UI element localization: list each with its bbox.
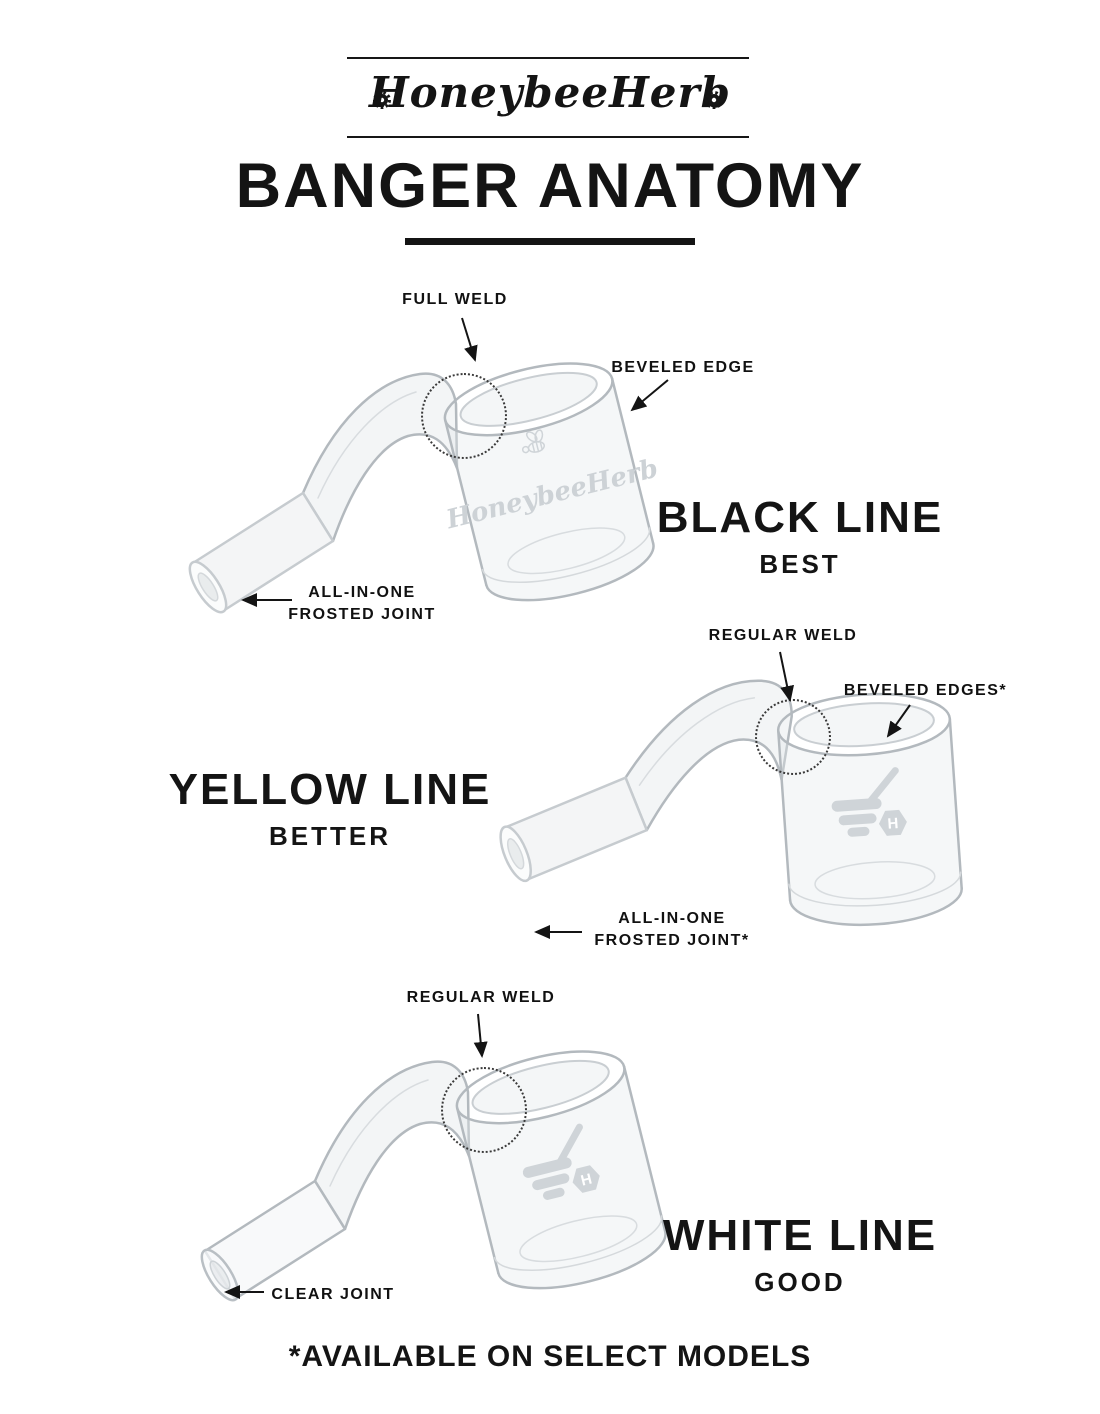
hexagon-badge: H — [572, 1165, 600, 1193]
callout-beveled-edges: BEVELED EDGES* — [843, 682, 1008, 699]
tier-name: WHITE LINE — [662, 1211, 938, 1260]
callout-line: FROSTED JOINT* — [594, 931, 750, 949]
callout-regular-weld: REGULAR WELD — [406, 989, 556, 1006]
callout-regular-weld: REGULAR WELD — [708, 627, 858, 644]
banger-illustration-yellow-line: H — [499, 679, 963, 927]
callout-beveled-edge: BEVELED EDGE — [611, 359, 755, 376]
header-rule-top — [347, 57, 749, 59]
banger-illustration-black-line: HoneybeeHerb — [188, 362, 661, 614]
callout-arrow-beveled-edge — [630, 379, 669, 412]
tier-rank: GOOD — [754, 1267, 846, 1297]
callout-arrow-regular-weld — [779, 651, 794, 702]
banger-illustration-white-line: H — [200, 1050, 667, 1302]
header-rule-bottom — [347, 136, 749, 138]
tier-name: BLACK LINE — [656, 493, 944, 542]
tier-name: YELLOW LINE — [168, 765, 492, 814]
honey-dipper-icon: H — [831, 767, 907, 837]
brand-logo: HoneybeeHerb — [368, 68, 732, 117]
callout-arrow-beveled-edges — [886, 704, 911, 738]
banger-neck — [313, 1060, 471, 1231]
weld-dotted-circle — [441, 1067, 527, 1153]
callout-arrow-frosted-joint — [534, 925, 582, 939]
tier-label-yellow-line: YELLOW LINE BETTER — [150, 768, 510, 852]
honey-dipper-icon: H — [522, 1123, 600, 1200]
page-title: BANGER ANATOMY — [235, 151, 865, 221]
frosted-joint — [499, 776, 649, 883]
callout-frosted-joint: ALL-IN-ONE FROSTED JOINT — [282, 582, 442, 625]
callout-line: ALL-IN-ONE — [618, 910, 726, 927]
hexagon-badge: H — [878, 809, 907, 836]
frosted-joint — [188, 491, 335, 614]
callout-line: FROSTED JOINT — [288, 605, 436, 623]
title-underline — [405, 238, 695, 245]
bucket: H — [455, 1050, 667, 1290]
tier-label-black-line: BLACK LINE BEST — [630, 496, 970, 580]
bee-icon — [521, 429, 545, 454]
callout-full-weld: FULL WELD — [402, 291, 508, 308]
gear-icon — [373, 91, 391, 109]
tier-rank: BETTER — [269, 821, 391, 851]
tier-label-white-line: WHITE LINE GOOD — [630, 1214, 970, 1298]
callout-arrow-frosted-joint — [241, 593, 292, 607]
hexagon-letter: H — [579, 1170, 594, 1189]
callout-arrow-full-weld — [461, 317, 478, 362]
callout-clear-joint: CLEAR JOINT — [271, 1286, 395, 1303]
bucket: HoneybeeHerb — [443, 362, 661, 602]
callout-line: ALL-IN-ONE — [308, 584, 416, 601]
callout-arrow-regular-weld — [473, 1013, 488, 1058]
footer-note: *AVAILABLE ON SELECT MODELS — [288, 1340, 812, 1373]
callout-frosted-joint: ALL-IN-ONE FROSTED JOINT* — [592, 908, 752, 951]
hexagon-letter: H — [887, 815, 899, 833]
weld-dotted-circle — [421, 373, 507, 459]
callout-arrow-clear-joint — [224, 1285, 264, 1299]
tier-rank: BEST — [759, 549, 841, 579]
weld-dotted-circle — [755, 699, 831, 775]
gear-icon — [705, 91, 723, 109]
